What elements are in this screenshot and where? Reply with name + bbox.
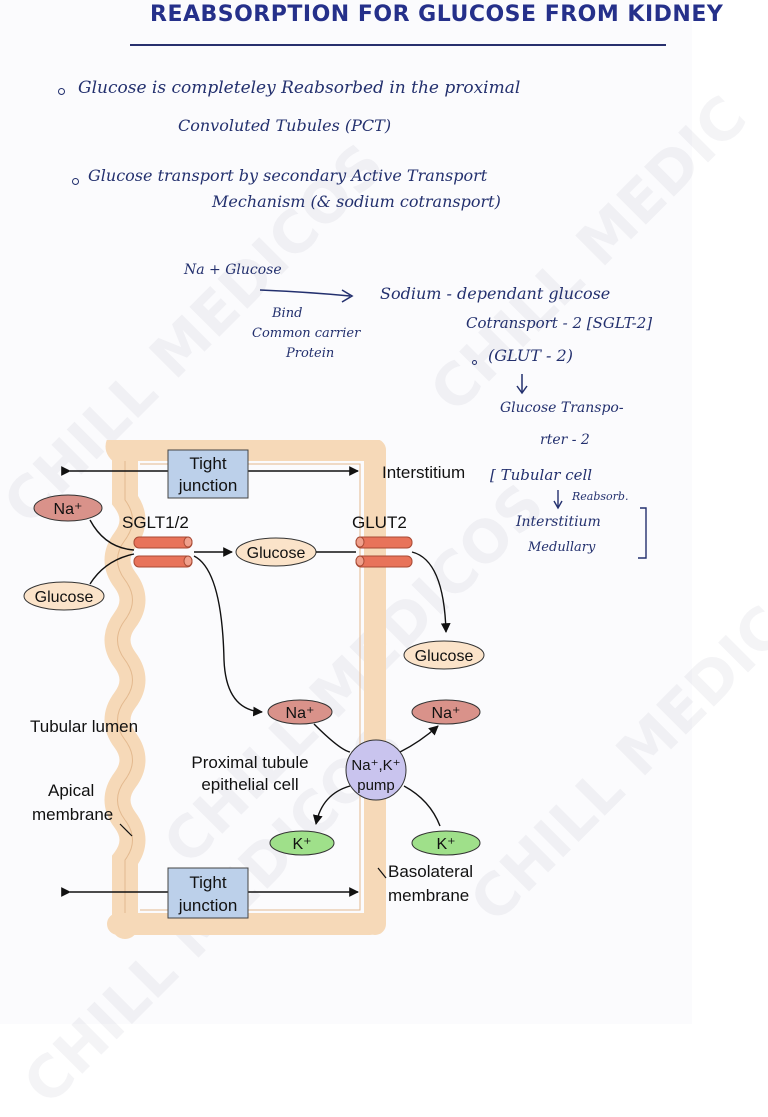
basolateral-pointer xyxy=(377,867,387,879)
note-line: Glucose is completeley Reabsorbed in the… xyxy=(78,78,521,98)
tubular-cell-note: [ Tubular cell xyxy=(490,466,593,484)
k-interstitium-label: K⁺ xyxy=(436,836,455,853)
na-label: Na⁺ xyxy=(54,501,83,518)
title-underline xyxy=(130,44,666,46)
glut2-transporter xyxy=(355,536,413,568)
common-carrier-note: Common carrier xyxy=(252,326,361,341)
bind-note: Bind xyxy=(272,306,303,321)
down-arrow xyxy=(516,374,528,395)
reabsorb-note: Reabsorb. xyxy=(572,490,629,503)
bracket xyxy=(638,507,647,559)
bullet-dot xyxy=(72,178,79,185)
k-cell-label: K⁺ xyxy=(292,836,311,853)
tight-junction-top-box xyxy=(167,449,249,499)
pump-label: pump xyxy=(357,777,395,794)
page-title: REABSORPTION FOR GLUCOSE FROM KIDNEY xyxy=(150,2,724,27)
pump-to-na-arrow xyxy=(399,725,439,753)
na-interstitium-oval xyxy=(411,699,481,725)
note-line: Glucose transport by secondary Active Tr… xyxy=(88,166,488,185)
glucose-cell-label: Glucose xyxy=(247,545,306,562)
interstitium-label: Interstitium xyxy=(382,463,465,482)
bind-arrow xyxy=(259,289,354,303)
tight-junction-bottom-label: junction xyxy=(178,896,238,915)
sglt-label: SGLT1/2 xyxy=(122,513,189,532)
glucose-interstitium-label: Glucose xyxy=(415,648,474,665)
pump-to-k-arrow xyxy=(312,785,351,825)
glut-note: (GLUT - 2) xyxy=(488,346,573,365)
na-in-arrow xyxy=(89,519,135,551)
proximal-tubule-label: epithelial cell xyxy=(201,775,298,794)
cell-inner-outline xyxy=(140,463,361,911)
na-cell-oval xyxy=(267,699,333,725)
na-glucose-note: Na + Glucose xyxy=(184,262,282,278)
basolateral-label: membrane xyxy=(388,886,469,905)
transporter-note: rter - 2 xyxy=(540,432,590,448)
glucose-out-arrow xyxy=(411,551,451,633)
na-interstitium-label: Na⁺ xyxy=(432,705,461,722)
na-oval xyxy=(33,494,103,522)
k-to-pump-arrow xyxy=(403,785,441,827)
na-cell-arrow xyxy=(193,555,263,717)
glucose-interstitium-oval xyxy=(403,640,485,670)
bullet-dot xyxy=(58,88,65,95)
bullet-dot xyxy=(472,360,477,365)
tight-junction-bottom-label: Tight xyxy=(189,873,226,892)
sglt-transporter xyxy=(133,536,193,568)
glucose-reabsorption-diagram: Tight junction Interstitium Na⁺ SGLT1/2 … xyxy=(23,440,485,939)
page-margin xyxy=(692,0,768,1024)
glucose-lumen-oval xyxy=(23,581,105,611)
basolateral-label: Basolateral xyxy=(388,862,473,881)
sglt-note: Cotransport - 2 [SGLT-2] xyxy=(466,314,653,332)
apical-pointer xyxy=(119,823,133,837)
medullary-note: Medullary xyxy=(528,540,596,555)
na-cell-label: Na⁺ xyxy=(286,705,315,722)
apical-membrane-label: Apical xyxy=(48,781,94,800)
tight-junction-top-label: junction xyxy=(178,476,238,495)
reabsorb-arrow xyxy=(553,490,563,510)
note-line: Convoluted Tubules (PCT) xyxy=(178,116,392,135)
apical-membrane-label: membrane xyxy=(32,805,113,824)
k-interstitium-oval xyxy=(411,830,481,856)
protein-note: Protein xyxy=(286,346,335,361)
glut-label: GLUT2 xyxy=(352,513,407,532)
na-k-pump xyxy=(345,739,407,801)
glucose-in-arrow xyxy=(89,553,135,585)
tight-junction-bottom-box xyxy=(167,867,249,919)
pump-label: Na⁺,K⁺ xyxy=(351,757,400,774)
note-line: Mechanism (& sodium cotransport) xyxy=(212,192,501,211)
k-cell-oval xyxy=(269,830,335,856)
apical-membrane-shape xyxy=(104,440,146,939)
proximal-tubule-label: Proximal tubule xyxy=(191,753,308,772)
transporter-note: Glucose Transpo- xyxy=(500,400,624,416)
interstitium-note: Interstitium xyxy=(516,514,601,530)
na-to-pump-arrow xyxy=(313,723,351,753)
tight-junction-top-label: Tight xyxy=(189,454,226,473)
sglt-note: Sodium - dependant glucose xyxy=(380,284,611,303)
glucose-lumen-label: Glucose xyxy=(35,589,94,606)
tubular-lumen-label: Tubular lumen xyxy=(30,717,138,736)
